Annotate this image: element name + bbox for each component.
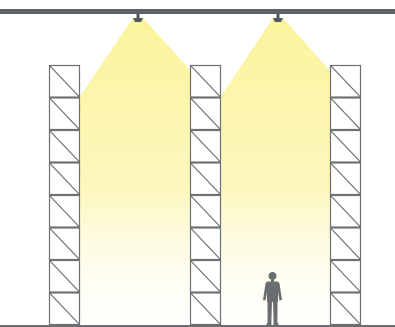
rack-level [48, 259, 81, 293]
pallet-rack-1 [48, 64, 81, 326]
rack-level [189, 97, 222, 131]
rack-level [329, 64, 362, 98]
rack-level [189, 194, 222, 228]
rack-level [189, 292, 222, 326]
high-bay-luminaire-right [273, 14, 283, 22]
rack-level [48, 64, 81, 98]
light-cone-right [221, 18, 331, 327]
rack-level [329, 259, 362, 293]
rack-level [329, 227, 362, 261]
high-bay-luminaire-left [133, 14, 143, 22]
pallet-rack-2 [189, 64, 222, 326]
light-cones [80, 18, 331, 327]
rack-level [48, 194, 81, 228]
rack-level [329, 292, 362, 326]
floor-line [0, 325, 395, 327]
rack-level [48, 162, 81, 196]
pallet-racks [48, 64, 362, 326]
person-silhouette [263, 272, 282, 326]
rack-level [189, 129, 222, 163]
pallet-rack-3 [329, 64, 362, 326]
rack-level [48, 129, 81, 163]
rack-level [48, 227, 81, 261]
ceiling-beam [0, 9, 395, 14]
rack-level [329, 129, 362, 163]
rack-level [189, 259, 222, 293]
rack-level [329, 194, 362, 228]
rack-level [48, 97, 81, 131]
rack-level [189, 64, 222, 98]
rack-level [48, 292, 81, 326]
rack-level [189, 162, 222, 196]
rack-level [329, 162, 362, 196]
rack-level [329, 97, 362, 131]
rack-level [189, 227, 222, 261]
light-cone-left [80, 18, 192, 327]
